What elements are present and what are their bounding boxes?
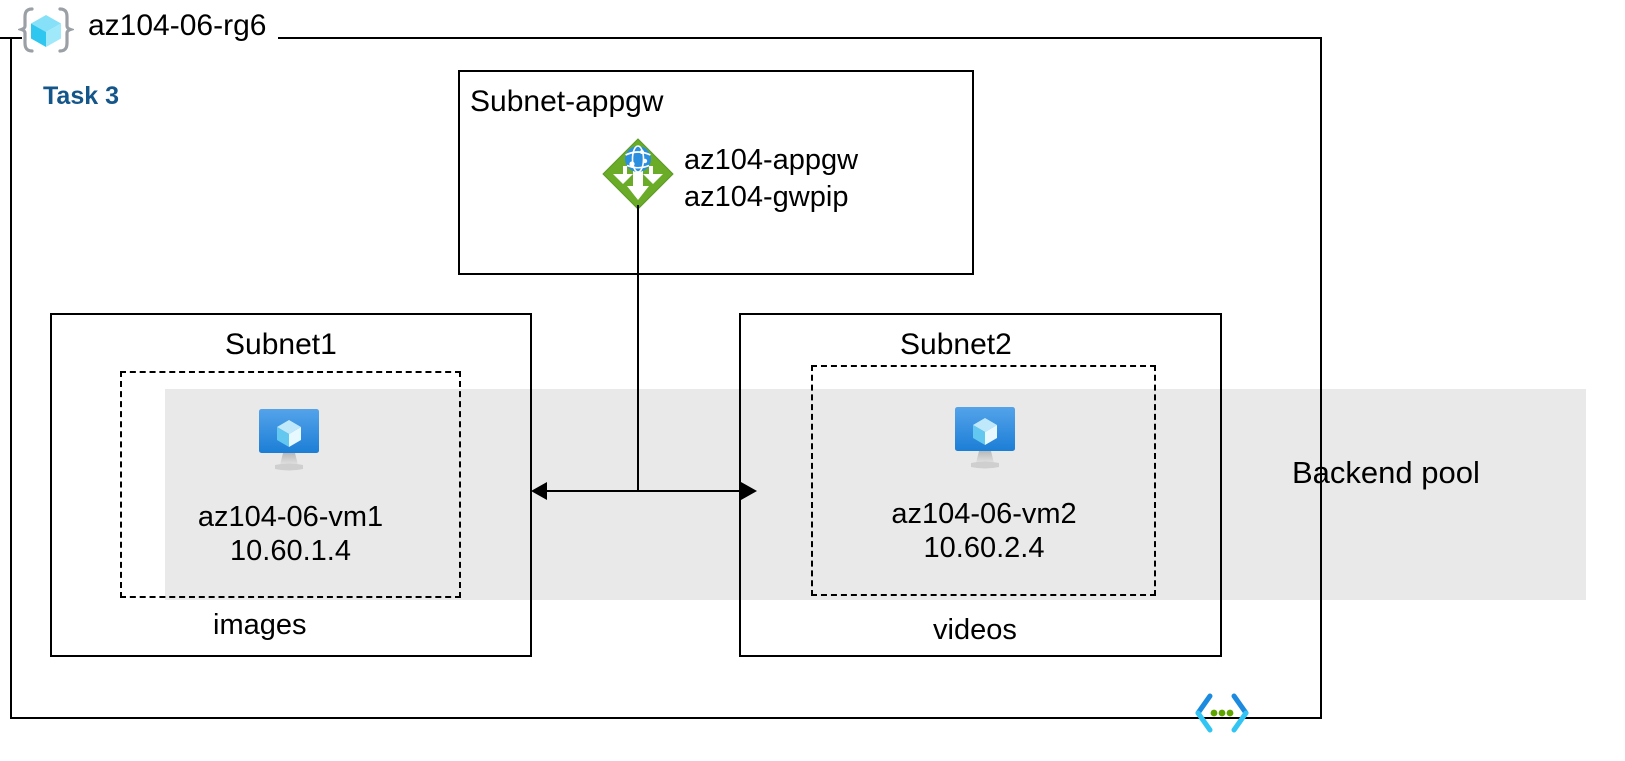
appgw-name: az104-appgw	[684, 144, 859, 176]
subnet-appgw-title: Subnet-appgw	[470, 85, 664, 118]
subnet1-title: Subnet1	[225, 328, 337, 361]
appgw-connector-stem	[637, 205, 639, 491]
virtual-machine-icon	[949, 405, 1021, 473]
subnet2-box	[739, 313, 1222, 657]
arrow-head-right-icon	[741, 482, 757, 500]
vm1-labels: az104-06-vm1 10.60.1.4	[183, 500, 398, 568]
subnet-appgw-box	[458, 70, 974, 275]
resource-group-cube-icon	[16, 6, 76, 54]
subnet1-footer-label: images	[213, 609, 307, 641]
vm1-ip: 10.60.1.4	[230, 535, 351, 568]
vm1-name: az104-06-vm1	[197, 501, 384, 533]
vm2-labels: az104-06-vm2 10.60.2.4	[876, 497, 1092, 565]
arrow-head-left-icon	[531, 482, 547, 500]
subnet-connector-line	[540, 490, 752, 492]
backend-pool-band	[165, 389, 1586, 600]
appgw-resource-names: az104-appgw az104-gwpip	[684, 142, 858, 216]
subnet2-footer-label: videos	[933, 614, 1017, 646]
vm2-ip: 10.60.2.4	[923, 532, 1045, 565]
resource-group-name: az104-06-rg6	[88, 9, 267, 42]
vm2-name: az104-06-vm2	[891, 498, 1077, 530]
backend-pool-label: Backend pool	[1292, 455, 1480, 490]
task-label: Task 3	[43, 82, 119, 110]
resource-group-border-left	[10, 37, 12, 717]
subnet1-nsg-boundary	[120, 371, 461, 598]
resource-group-border-top-right	[278, 37, 1322, 39]
gwpip-name: az104-gwpip	[684, 181, 849, 214]
virtual-machine-icon	[253, 407, 325, 475]
subnet2-title: Subnet2	[900, 328, 1012, 361]
subnet2-nsg-boundary	[811, 365, 1156, 596]
application-gateway-icon	[600, 136, 676, 212]
virtual-network-code-icon	[1193, 692, 1251, 736]
resource-group-border-right	[1320, 37, 1322, 717]
resource-group-border-bottom	[10, 717, 1322, 719]
